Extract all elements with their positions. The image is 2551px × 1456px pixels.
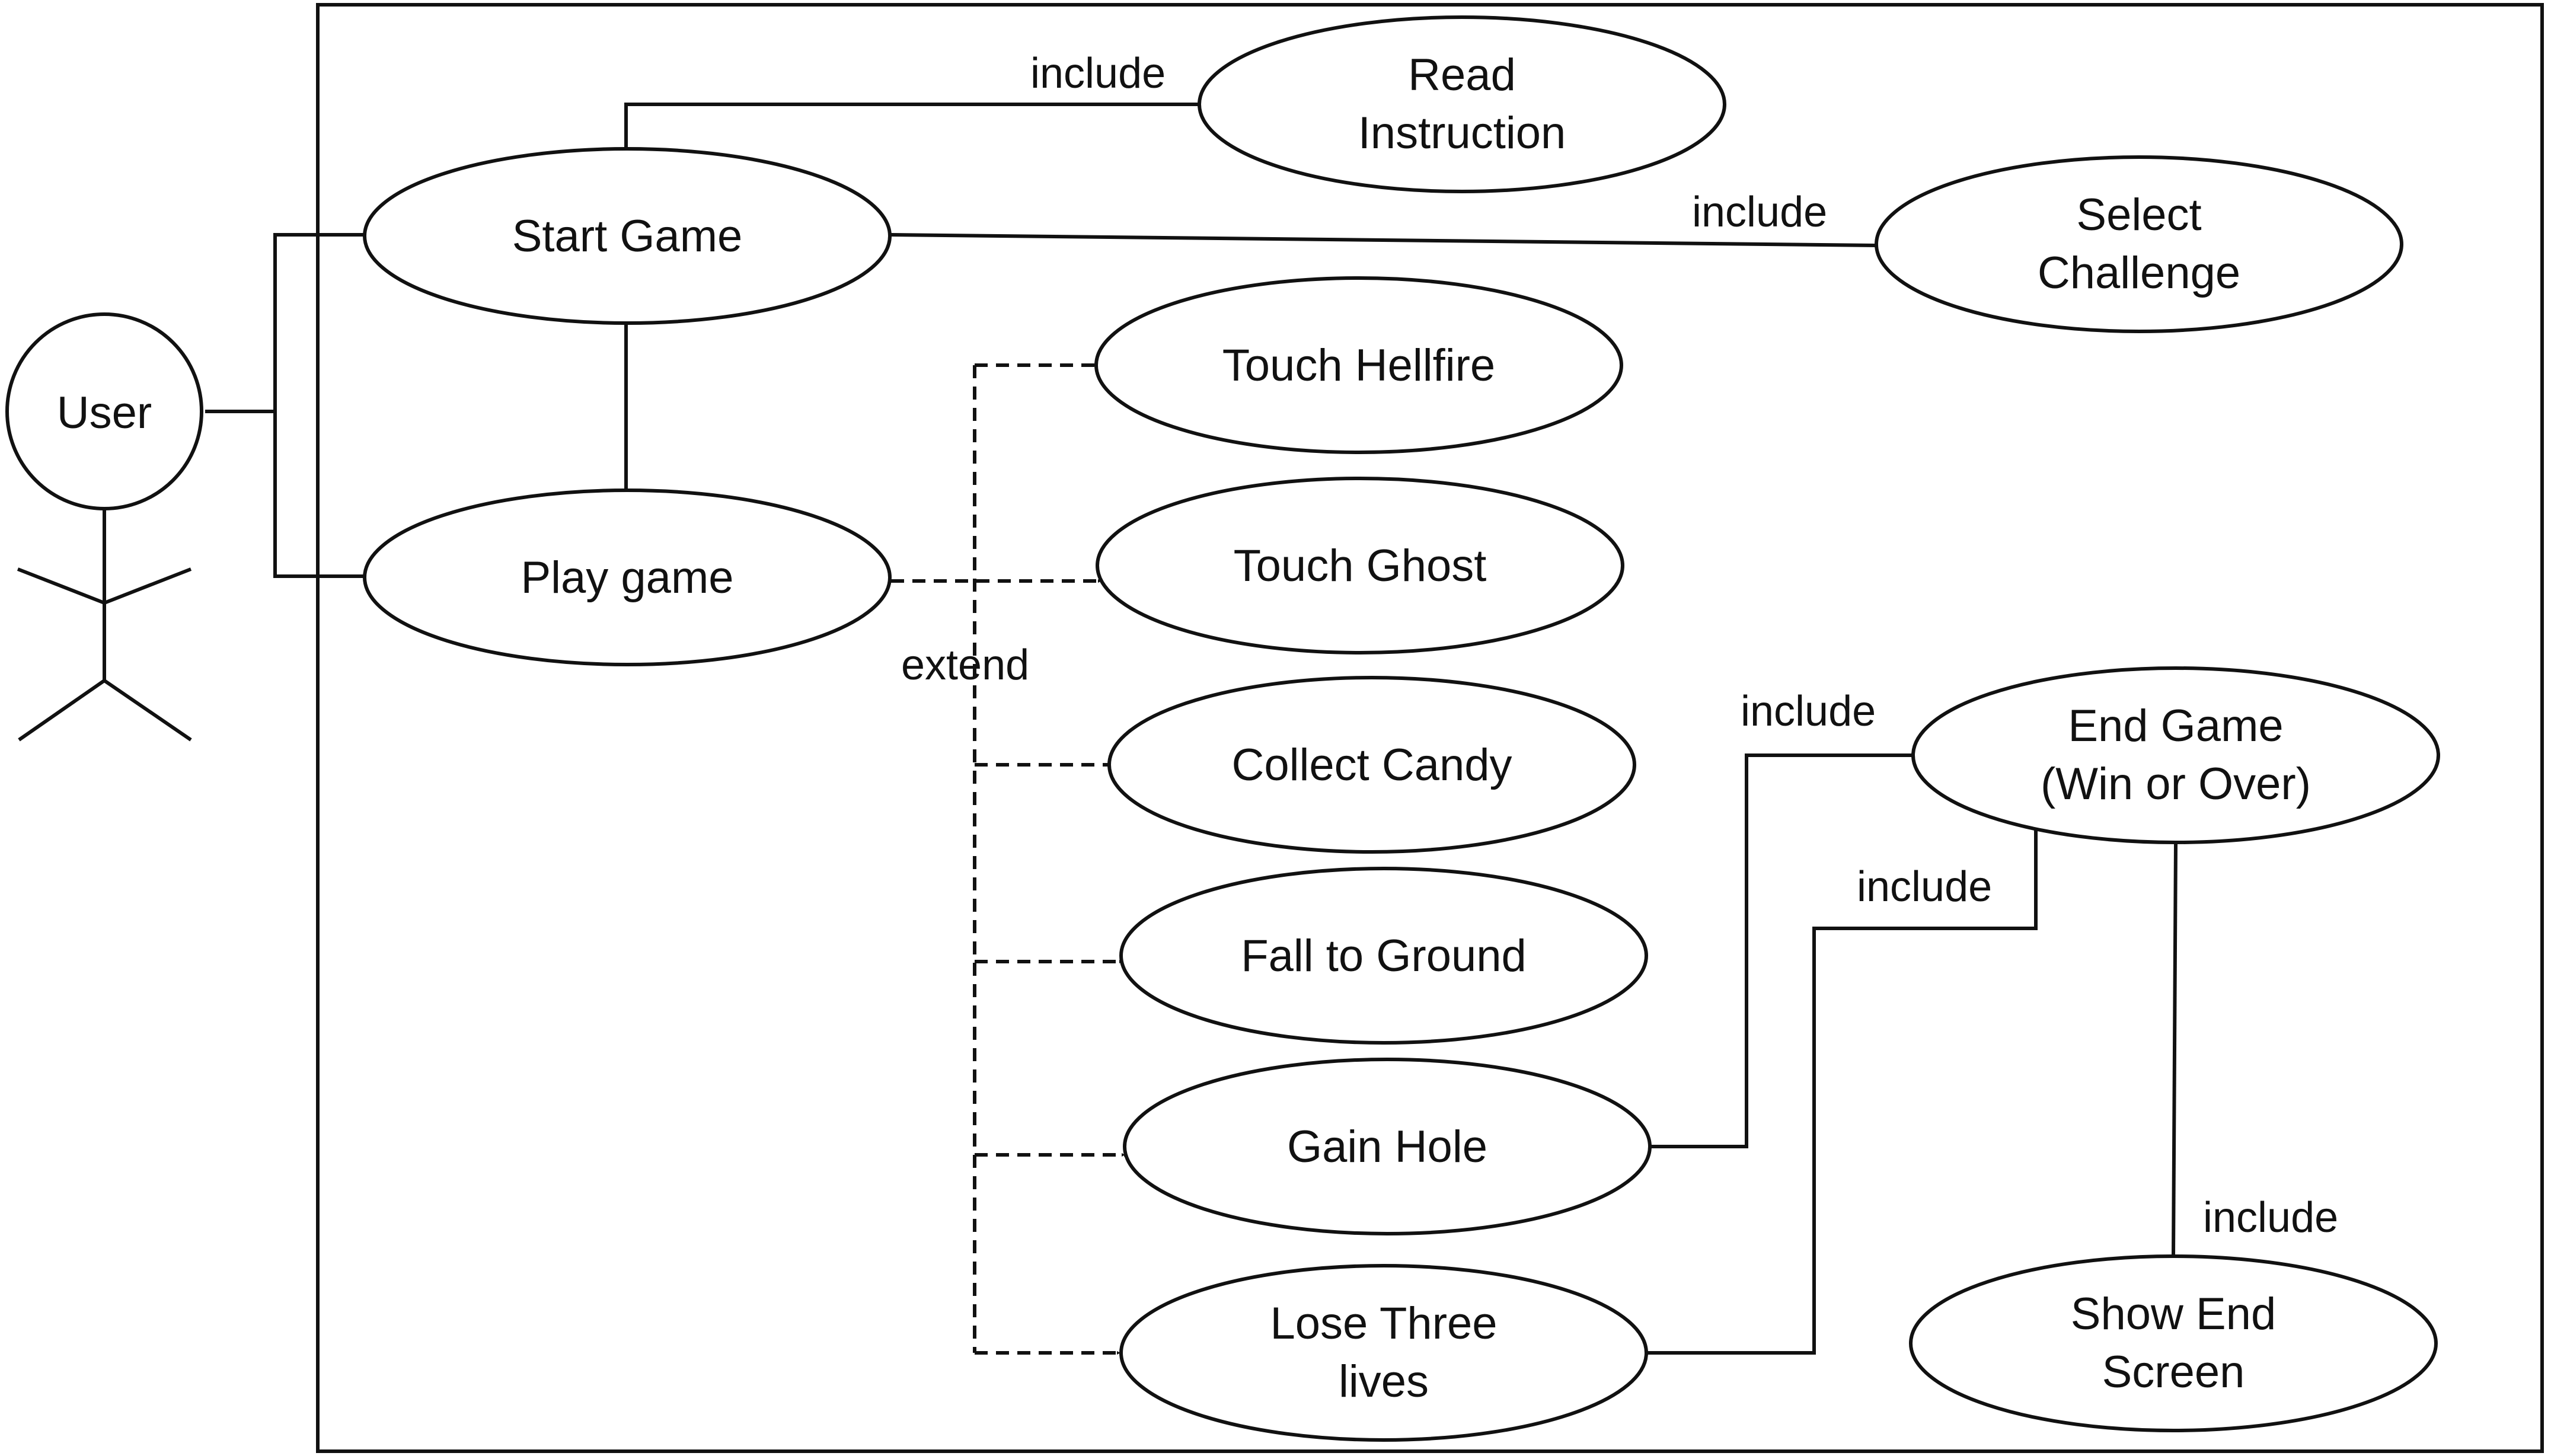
use-case-label: lives xyxy=(1339,1356,1429,1407)
use-case-touch-hellfire[interactable]: Touch Hellfire xyxy=(1094,276,1623,454)
use-case-lose-three-lives[interactable]: Lose Three lives xyxy=(1119,1264,1648,1442)
use-case-label: Gain Hole xyxy=(1287,1122,1487,1172)
include-edge-read-instruction xyxy=(624,103,1200,148)
relationship-labels: include include extend include include i… xyxy=(901,50,2338,1241)
include-label-lose-lives: include xyxy=(1857,863,1992,911)
actor-user[interactable]: User xyxy=(5,312,203,742)
use-case-label: Show End xyxy=(2071,1289,2276,1339)
include-label-select-challenge: include xyxy=(1692,189,1827,236)
actor-leg-left xyxy=(18,679,106,742)
use-case-label: (Win or Over) xyxy=(2041,759,2311,809)
edges xyxy=(624,103,2178,1355)
actor-label: User xyxy=(57,388,152,438)
use-case-label: Read xyxy=(1408,50,1516,100)
include-edge-lose-lives-to-end-game xyxy=(1646,826,2038,1355)
use-case-label: Touch Hellfire xyxy=(1222,340,1495,391)
use-case-label: Collect Candy xyxy=(1231,740,1512,790)
use-case-collect-candy[interactable]: Collect Candy xyxy=(1107,676,1636,854)
include-edge-gain-hole-to-end-game xyxy=(1650,753,1913,1148)
use-case-label: Fall to Ground xyxy=(1241,931,1527,981)
include-label-read-instruction: include xyxy=(1030,50,1166,97)
use-case-fall-to-ground[interactable]: Fall to Ground xyxy=(1119,867,1648,1045)
use-case-label: End Game xyxy=(2068,701,2283,751)
include-edge-end-game-to-show-end-screen xyxy=(2172,844,2178,1257)
use-case-label: Challenge xyxy=(2038,248,2240,298)
actor-arm-right xyxy=(103,567,192,605)
use-case-label: Touch Ghost xyxy=(1234,541,1487,591)
use-case-play-game[interactable]: Play game xyxy=(363,488,892,666)
use-case-label: Start Game xyxy=(512,211,743,261)
use-case-show-end-screen[interactable]: Show End Screen xyxy=(1909,1254,2438,1432)
use-case-touch-ghost[interactable]: Touch Ghost xyxy=(1096,477,1624,654)
actor-leg-right xyxy=(103,679,192,742)
use-case-label: Lose Three xyxy=(1270,1298,1497,1349)
actor-association-play-game xyxy=(273,411,369,578)
include-edge-select-challenge xyxy=(890,233,1878,247)
use-case-select-challenge[interactable]: Select Challenge xyxy=(1875,155,2403,333)
extend-label: extend xyxy=(901,641,1029,689)
use-case-label: Play game xyxy=(521,553,733,603)
actor-association-start-game xyxy=(273,233,369,411)
include-label-show-end-screen: include xyxy=(2203,1194,2338,1241)
use-case-end-game[interactable]: End Game (Win or Over) xyxy=(1911,666,2440,844)
use-case-label: Instruction xyxy=(1358,108,1566,158)
use-case-label: Select xyxy=(2076,190,2201,240)
use-case-start-game[interactable]: Start Game xyxy=(363,147,892,325)
system-boundary xyxy=(316,3,2544,1453)
use-case-gain-hole[interactable]: Gain Hole xyxy=(1123,1058,1652,1235)
use-case-label: Screen xyxy=(2102,1347,2245,1397)
actor-associations xyxy=(205,233,369,578)
use-case-read-instruction[interactable]: Read Instruction xyxy=(1198,15,1726,193)
actor-arm-left xyxy=(17,567,106,605)
include-label-gain-hole: include xyxy=(1741,688,1876,735)
